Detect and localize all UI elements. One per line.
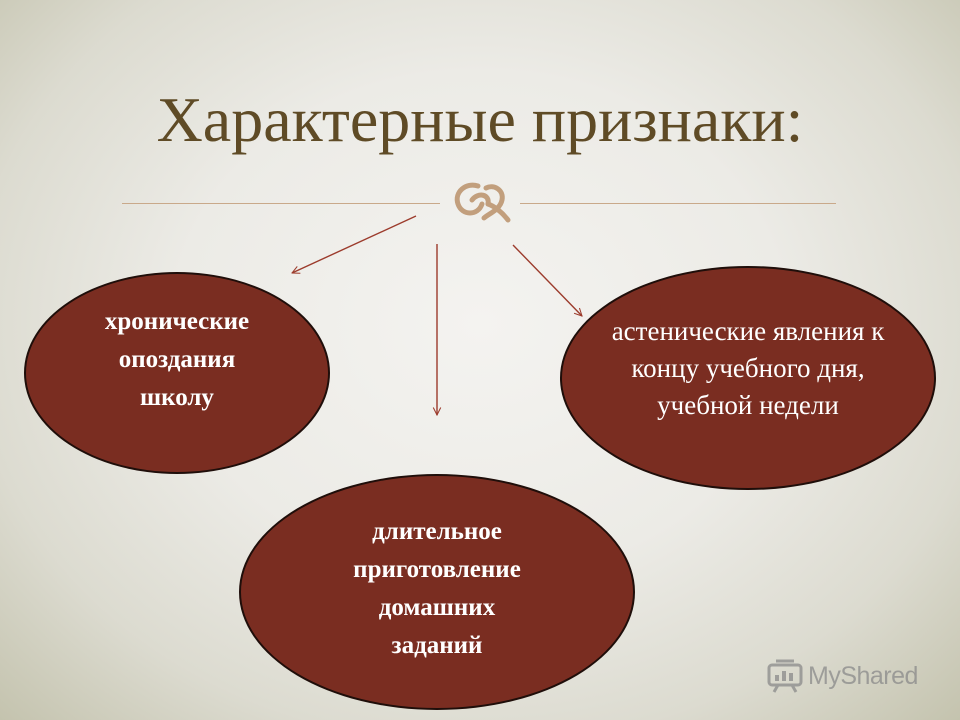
node-asthenic-phenomena-label: астенические явления к концу учебного дн…	[611, 315, 885, 420]
myshared-watermark: MyShared	[766, 656, 918, 696]
myshared-watermark-text: MyShared	[808, 661, 918, 690]
node-chronic-lateness: хронические опоздания школу	[24, 272, 330, 474]
node-chronic-lateness-label: хронические опоздания школу	[104, 308, 250, 411]
node-long-homework: длительное приготовление домашних задани…	[239, 474, 635, 710]
divider-line-left	[122, 203, 440, 204]
arrow-to-chronic-lateness	[292, 215, 417, 273]
ornament-icon	[454, 182, 511, 223]
node-asthenic-phenomena: астенические явления к концу учебного дн…	[560, 266, 936, 490]
node-long-homework-label: длительное приготовление домашних задани…	[353, 518, 521, 659]
divider-line-right	[520, 203, 836, 204]
arrow-to-asthenic-phenomena	[512, 244, 582, 316]
slide-title: Характерные признаки:	[156, 84, 804, 155]
myshared-logo-icon	[767, 659, 803, 693]
